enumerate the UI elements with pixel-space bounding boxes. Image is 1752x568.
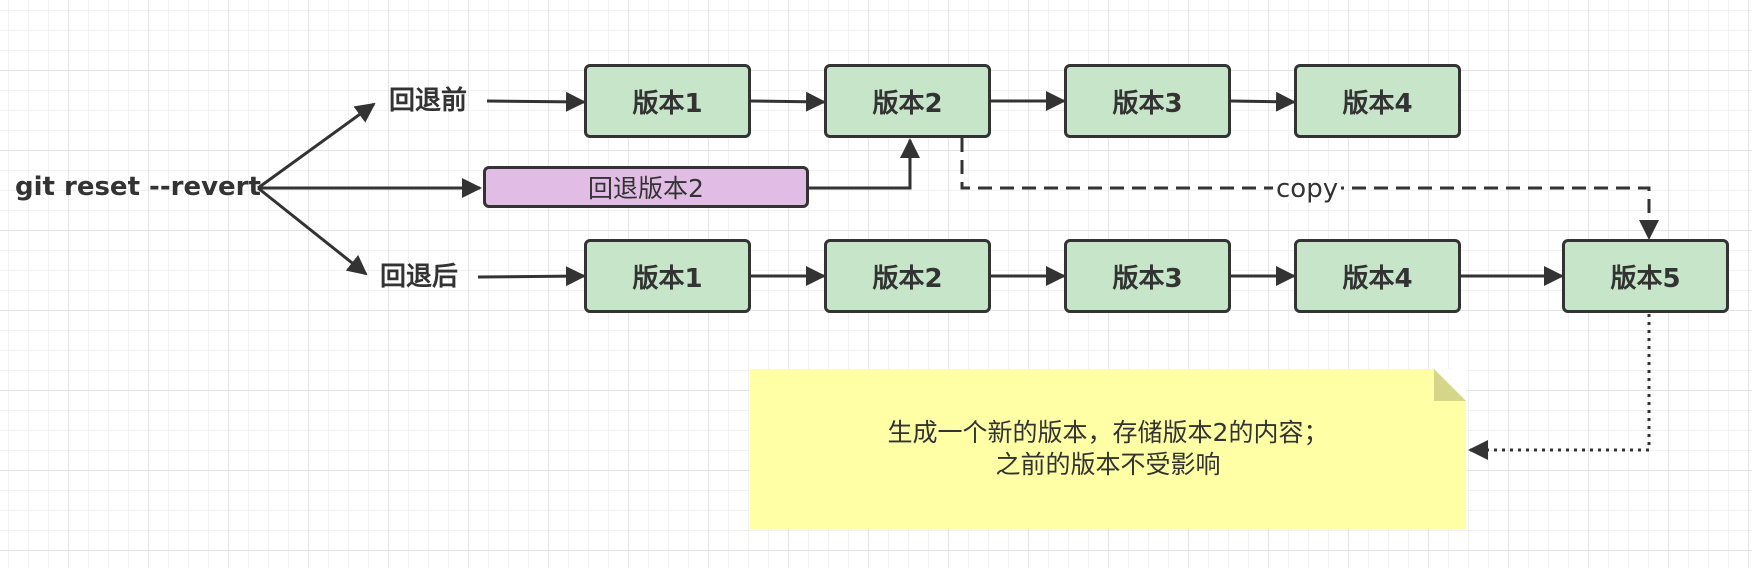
before-version-3-label: 版本3 [1112, 88, 1183, 119]
dotted-note-arrow [1468, 314, 1651, 460]
note-line-2: 之前的版本不受影响 [995, 450, 1221, 479]
arrow-after-to-v1 [477, 266, 586, 287]
after-version-4-label: 版本4 [1342, 263, 1413, 294]
copy-dashed-arrow [960, 138, 1659, 240]
after-version-1: 版本1 [584, 239, 751, 313]
before-version-3: 版本3 [1064, 64, 1231, 138]
revert-box-label: 回退版本2 [588, 174, 704, 203]
before-version-1-label: 版本1 [632, 88, 703, 119]
arrow-before-v3-v4 [1230, 91, 1296, 112]
before-version-1: 版本1 [584, 64, 751, 138]
before-version-2: 版本2 [824, 64, 991, 138]
arrow-revert-to-v2 [809, 138, 920, 190]
after-label: 回退后 [380, 262, 459, 292]
after-version-3-label: 版本3 [1112, 263, 1183, 294]
before-version-4-label: 版本4 [1342, 88, 1413, 119]
arrow-root-to-after [257, 186, 368, 276]
before-version-4: 版本4 [1294, 64, 1461, 138]
after-version-4: 版本4 [1294, 239, 1461, 313]
note-fold-corner [1434, 369, 1466, 401]
root-label: git reset --revert [15, 172, 261, 202]
after-version-1-label: 版本1 [632, 263, 703, 294]
note-line-1: 生成一个新的版本，存储版本2的内容； [887, 417, 1329, 447]
arrow-before-v1-v2 [750, 91, 826, 112]
arrow-before-to-v1 [486, 91, 586, 112]
after-version-5-label: 版本5 [1610, 263, 1681, 294]
after-version-2: 版本2 [824, 239, 991, 313]
copy-label: copy [1273, 176, 1342, 202]
after-version-2-label: 版本2 [872, 263, 943, 294]
before-label: 回退前 [389, 86, 468, 116]
after-version-3: 版本3 [1064, 239, 1231, 313]
before-version-2-label: 版本2 [872, 88, 943, 119]
after-version-5: 版本5 [1562, 239, 1729, 313]
arrow-root-to-before [257, 102, 376, 190]
sticky-note: 生成一个新的版本，存储版本2的内容； 之前的版本不受影响 [750, 369, 1466, 529]
revert-version-2-box: 回退版本2 [483, 166, 809, 208]
